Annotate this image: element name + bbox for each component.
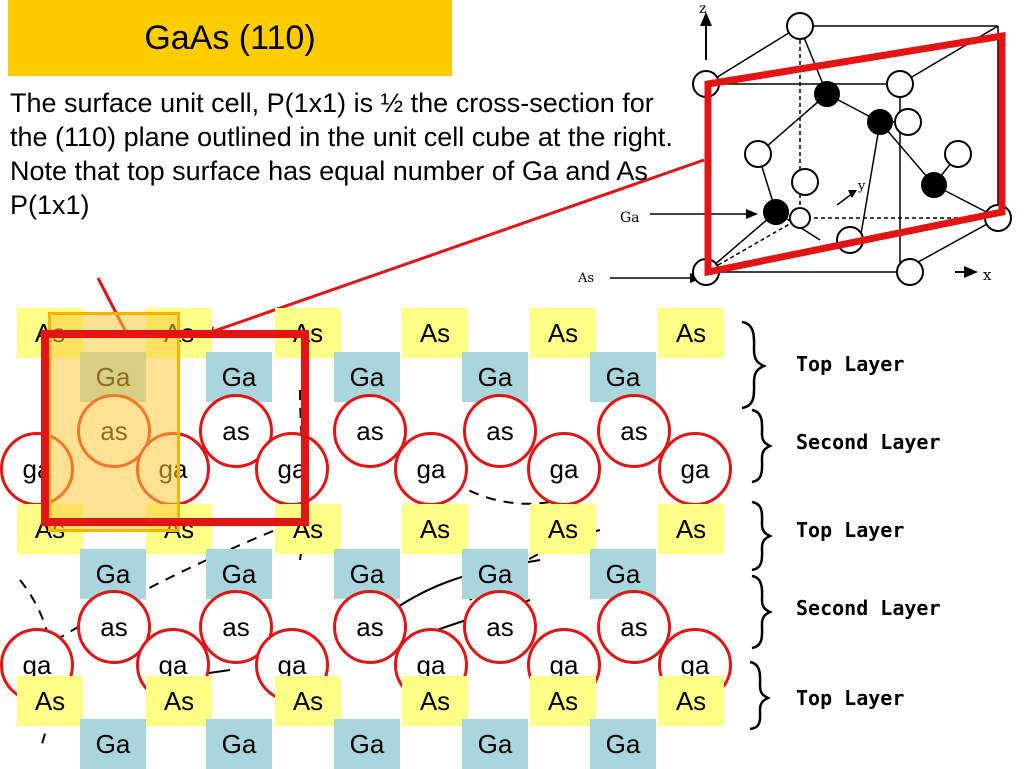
ga-top-atom: Ga (334, 719, 400, 769)
as-second-atom: as (333, 394, 407, 468)
as-top-atom: As (275, 308, 341, 358)
ga-second-atom: ga (394, 432, 468, 506)
y-axis-arrowhead (848, 190, 857, 198)
layer-label-top-1: Top Layer (796, 352, 905, 376)
as-top-atom: As (17, 308, 83, 358)
page-title: GaAs (110) (144, 18, 316, 57)
x-axis-label: x (983, 266, 992, 284)
as-top-atom: As (658, 504, 724, 554)
as-second-atom: as (199, 590, 273, 664)
ga-second-atom: ga (658, 432, 732, 506)
as-top-atom: As (530, 308, 596, 358)
ga-second-atom: ga (136, 432, 210, 506)
as-top-atom: As (17, 676, 83, 726)
as-top-atom: As (146, 676, 212, 726)
as-second-atom: as (333, 590, 407, 664)
y-axis-arrow (836, 192, 854, 206)
brace-top-layer-1 (741, 320, 767, 410)
as-top-atom: As (146, 308, 212, 358)
brace-second-layer-1 (751, 408, 773, 484)
as-top-atom: As (275, 504, 341, 554)
as-top-atom: As (402, 676, 468, 726)
as-top-atom: As (17, 504, 83, 554)
layer-braces (741, 320, 773, 730)
ga-top-atom: Ga (590, 352, 656, 402)
ga-second-atom: ga (0, 432, 74, 506)
as-second-atom: as (597, 394, 671, 468)
z-axis-arrowhead (700, 12, 712, 26)
as-second-atom: as (597, 590, 671, 664)
layer-label-second-1: Second Layer (796, 430, 941, 454)
as-top-atom: As (275, 676, 341, 726)
y-axis-label: y (857, 179, 866, 194)
x-axis-arrowhead (964, 266, 978, 278)
as-top-atom: As (530, 504, 596, 554)
brace-second-layer-2 (751, 574, 773, 650)
ga-pointer-arrowhead (746, 209, 758, 219)
brace-top-layer-3 (749, 660, 771, 730)
ga-second-atom: ga (255, 432, 329, 506)
ga-top-atom: Ga (80, 719, 146, 769)
title-box: GaAs (110) (8, 0, 452, 76)
ga-top-atom: Ga (206, 719, 272, 769)
as-second-atom: as (199, 394, 273, 468)
as-top-atom: As (658, 308, 724, 358)
unit-cell-cube-diagram: z x y Ga As (577, 1, 1012, 286)
ga-top-atom: Ga (334, 352, 400, 402)
as-top-atom: As (402, 504, 468, 554)
ga-atoms-filled (763, 81, 947, 225)
as-second-atom: as (463, 590, 537, 664)
brace-top-layer-2 (751, 500, 773, 572)
as-second-atom: as (463, 394, 537, 468)
layer-label-top-3: Top Layer (796, 686, 905, 710)
as-top-atom: As (658, 676, 724, 726)
as-top-atom: As (530, 676, 596, 726)
ga-pointer-label: Ga (620, 210, 640, 226)
red-pointer-line-to-cube (199, 158, 705, 338)
ga-second-atom: ga (527, 432, 601, 506)
as-pointer-label: As (577, 271, 594, 286)
red-pointer-line-to-cell (96, 277, 130, 337)
z-axis-label: z (699, 1, 706, 17)
layer-label-second-2: Second Layer (796, 596, 941, 620)
ga-top-atom: Ga (462, 352, 528, 402)
ga-top-atom: Ga (462, 719, 528, 769)
description-text: The surface unit cell, P(1x1) is ½ the c… (10, 88, 673, 220)
plane-110-outline (704, 31, 1006, 277)
layer-label-top-2: Top Layer (796, 518, 905, 542)
as-top-atom: As (146, 504, 212, 554)
ga-top-atom: Ga (590, 719, 656, 769)
as-top-atom: As (402, 308, 468, 358)
ga-top-atom: Ga (206, 352, 272, 402)
